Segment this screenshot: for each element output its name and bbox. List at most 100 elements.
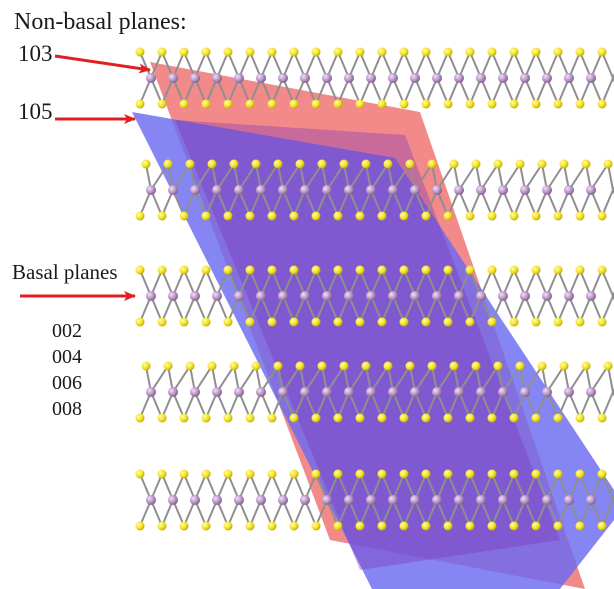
metal-atom [542,73,552,83]
bond [414,365,433,393]
metal-atom [234,495,244,505]
sulfur-atom [355,469,365,479]
sulfur-atom [421,47,431,57]
bond [172,163,191,191]
metal-atom [190,291,200,301]
sulfur-atom [399,521,409,531]
sulfur-atom [509,99,519,109]
sulfur-atom [465,469,475,479]
metal-atom [190,387,200,397]
metal-atom [234,185,244,195]
metal-atom [190,73,200,83]
sulfur-atom [575,47,585,57]
sulfur-atom [289,99,299,109]
sulfur-atom [597,265,607,275]
bond [150,365,169,393]
sulfur-atom [185,361,195,371]
bond [216,163,235,191]
bond [392,365,411,393]
sulfur-atom [421,413,431,423]
sulfur-atom [141,361,151,371]
bond [590,365,609,393]
metal-atom [564,495,574,505]
sulfur-atom [317,361,327,371]
sulfur-atom [515,159,525,169]
sulfur-atom [553,521,563,531]
sulfur-atom [333,521,343,531]
sulfur-atom [377,47,387,57]
metal-atom [498,291,508,301]
metal-atom [432,387,442,397]
metal-atom [432,495,442,505]
sulfur-atom [405,361,415,371]
metal-atom [212,291,222,301]
sulfur-atom [553,317,563,327]
metal-atom [300,387,310,397]
metal-atom [564,73,574,83]
metal-atom [344,185,354,195]
sulfur-atom [531,99,541,109]
metal-atom [300,495,310,505]
sulfur-atom [377,469,387,479]
atomic-layer [135,361,614,423]
metal-atom [586,291,596,301]
sulfur-atom [245,265,255,275]
sulfur-atom [581,361,591,371]
bond [436,365,455,393]
bond [601,295,614,323]
metal-atom [432,185,442,195]
sulfur-atom [201,99,211,109]
sulfur-atom [333,265,343,275]
sulfur-atom [333,317,343,327]
sulfur-atom [509,211,519,221]
sulfur-atom [487,99,497,109]
atomic-layer [135,469,614,531]
sulfur-atom [179,469,189,479]
bond [172,365,191,393]
sulfur-atom [339,361,349,371]
metal-atom [586,185,596,195]
metal-atom [366,387,376,397]
sulfur-atom [377,521,387,531]
metal-atom [432,73,442,83]
bond [238,163,257,191]
metal-atom [410,185,420,195]
sulfur-atom [289,317,299,327]
metal-atom [410,387,420,397]
metal-atom [542,185,552,195]
sulfur-atom [465,211,475,221]
sulfur-atom [487,413,497,423]
bond [370,365,389,393]
bond [601,77,614,105]
bond [480,163,499,191]
sulfur-atom [465,99,475,109]
bond [546,365,565,393]
sulfur-atom [135,469,145,479]
sulfur-atom [509,469,519,479]
metal-atom [234,387,244,397]
sulfur-atom [377,265,387,275]
sulfur-atom [311,317,321,327]
basal-index-006: 006 [52,372,82,394]
metal-atom [366,495,376,505]
metal-atom [586,495,596,505]
metal-atom [344,73,354,83]
sulfur-atom [575,211,585,221]
sulfur-atom [597,47,607,57]
sulfur-atom [443,413,453,423]
sulfur-atom [421,265,431,275]
metal-atom [278,185,288,195]
metal-atom [322,495,332,505]
sulfur-atom [465,265,475,275]
sulfur-atom [135,99,145,109]
sulfur-atom [537,361,547,371]
bond [260,365,279,393]
sulfur-atom [333,99,343,109]
metal-atom [520,495,530,505]
sulfur-atom [355,413,365,423]
metal-atom [454,387,464,397]
sulfur-atom [509,413,519,423]
metal-atom [212,73,222,83]
bond [502,365,521,393]
